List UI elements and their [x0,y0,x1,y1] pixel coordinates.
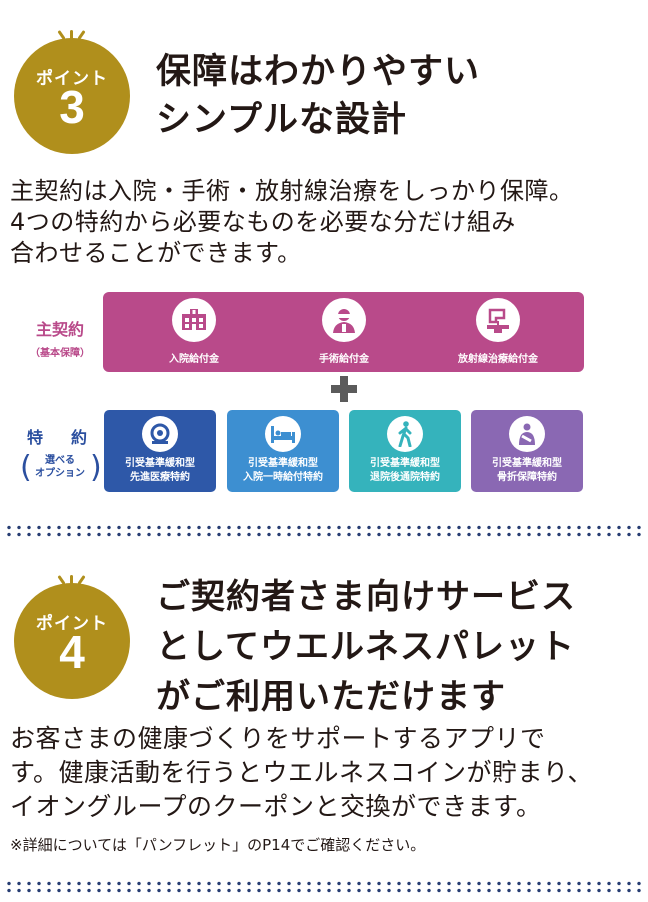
heading-line: シンプルな設計 [156,100,407,140]
body-line: 4つの特約から必要なものを必要な分だけ組み [10,208,516,236]
hospital-icon [172,298,216,342]
body-line: イオングループのクーポンと交換ができます。 [10,792,542,821]
main-item-label: 放射線治療給付金 [458,354,538,365]
badge-rays [57,571,86,585]
point-4-badge: ポイント 4 [14,575,130,699]
rider-line1: 引受基準緩和型 [370,458,440,469]
main-item-label: 手術給付金 [319,354,369,365]
radiation-machine-icon [476,298,520,342]
badge-label: ポイント [36,614,108,634]
paren-left: ( [20,450,32,485]
surgeon-icon [322,298,366,342]
main-item-radiation: 放射線治療給付金 [443,298,553,365]
rider-label: 特 約 選べる オプション [20,424,100,480]
point-4-heading: ご契約者さま向けサービス としてウエルネスパレット がご利用いただけます [156,572,576,722]
mri-scanner-icon [142,416,178,452]
rider-title: 特 約 [26,428,93,447]
rider-line2: 先進医療特約 [130,472,190,483]
heading-line: としてウエルネスパレット [156,627,575,667]
detail-note: ※詳細については「パンフレット」のP14でご確認ください。 [10,836,426,854]
rider-line1: 引受基準緩和型 [125,458,195,469]
rider-outpatient: 引受基準緩和型 退院後通院特約 [349,410,461,492]
rider-sublabel: 選べる オプション [20,454,100,480]
main-contract-label: 主契約 （基本保障） [20,316,100,359]
rider-sub-line: オプション [35,468,85,479]
dotted-divider [4,524,644,538]
point-3-heading: 保障はわかりやすい シンプルな設計 [156,48,480,144]
heading-line: 保障はわかりやすい [156,52,481,92]
rider-line2: 退院後通院特約 [370,472,440,483]
heading-line: ご契約者さま向けサービス [156,577,576,617]
hospital-bed-icon [265,416,301,452]
rider-line1: 引受基準緩和型 [492,458,562,469]
badge-number: 3 [59,81,85,133]
paren-right: ) [90,450,102,485]
main-contract-title: 主契約 [35,320,84,339]
main-contract-bar: 入院給付金 手術給付金 放射線治療給付金 [103,292,584,372]
main-item-hospitalization: 入院給付金 [139,298,249,365]
badge-rays [57,26,86,40]
rider-sub-line: 選べる [45,455,75,466]
main-item-label: 入院給付金 [169,354,219,365]
heading-line: がご利用いただけます [156,677,506,717]
rider-fracture: 引受基準緩和型 骨折保障特約 [471,410,583,492]
body-line: す。健康活動を行うとウエルネスコインが貯まり、 [10,758,594,787]
rider-advanced-medical: 引受基準緩和型 先進医療特約 [104,410,216,492]
rider-line2: 骨折保障特約 [497,472,557,483]
rider-line2: 入院一時給付特約 [243,472,323,483]
arm-sling-icon [509,416,545,452]
main-contract-sub: （基本保障） [30,348,90,359]
badge-number: 4 [59,626,85,678]
body-line: 合わせることができます。 [10,239,302,267]
body-line: 主契約は入院・手術・放射線治療をしっかり保障。 [10,177,574,205]
body-line: お客さまの健康づくりをサポートするアプリで [10,724,546,753]
point-3-body: 主契約は入院・手術・放射線治療をしっかり保障。 4つの特約から必要なものを必要な… [10,176,574,269]
rider-hospital-lump-sum: 引受基準緩和型 入院一時給付特約 [227,410,339,492]
main-item-surgery: 手術給付金 [289,298,399,365]
plus-icon [331,376,357,402]
walking-person-icon [387,416,423,452]
point-4-body: お客さまの健康づくりをサポートするアプリで す。健康活動を行うとウエルネスコイン… [10,722,593,824]
dotted-divider [4,880,644,894]
point-3-badge: ポイント 3 [14,30,130,154]
rider-line1: 引受基準緩和型 [248,458,318,469]
badge-label: ポイント [36,69,108,89]
